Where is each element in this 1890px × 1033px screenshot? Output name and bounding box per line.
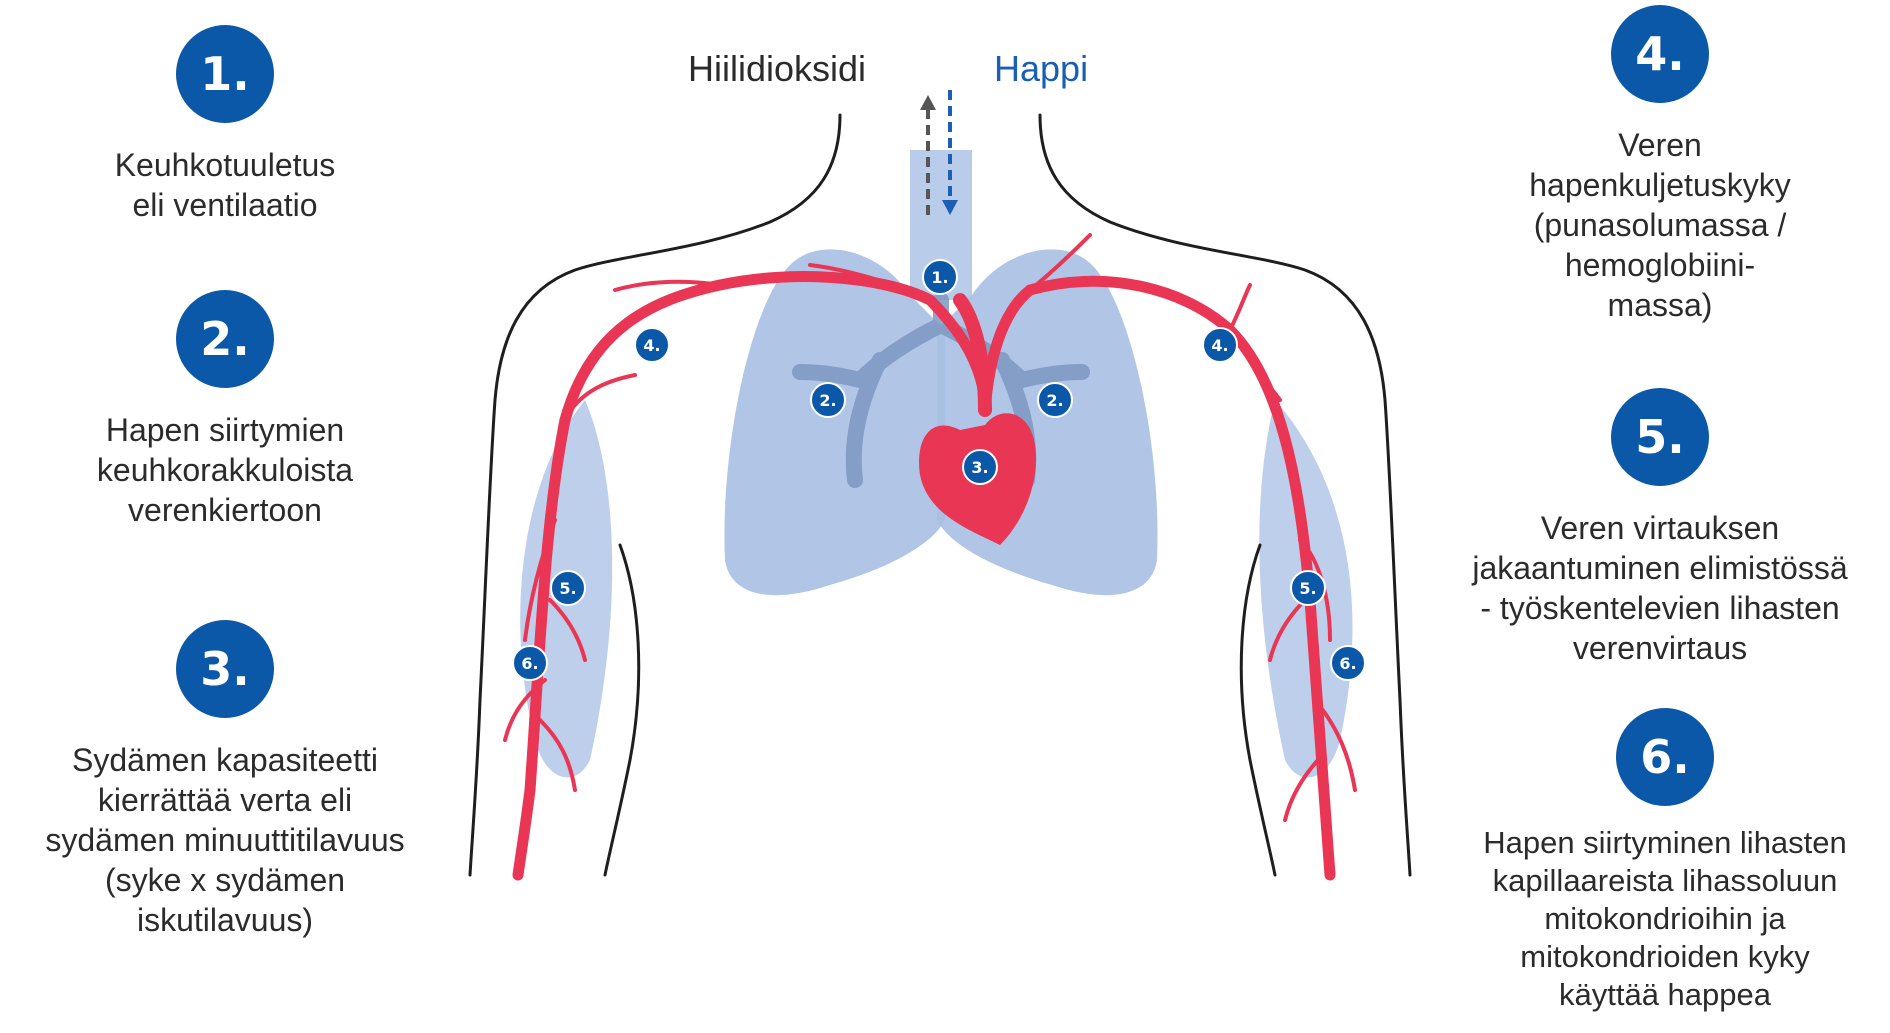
marker-5-left: 5.: [551, 571, 585, 605]
step-5-text: Veren virtauksen jakaantuminen elimistös…: [1430, 508, 1890, 668]
svg-text:6.: 6.: [1339, 654, 1356, 673]
step-5-badge: 5.: [1611, 388, 1709, 486]
step-2: 2. Hapen siirtymien keuhkorakkuloista ve…: [60, 290, 390, 530]
marker-5-right: 5.: [1291, 571, 1325, 605]
step-4: 4. Veren hapenkuljetuskyky (punasolumass…: [1480, 5, 1840, 325]
svg-text:6.: 6.: [521, 654, 538, 673]
co2-label: Hiilidioksidi: [688, 48, 866, 90]
marker-2-left: 2.: [811, 383, 845, 417]
svg-text:4.: 4.: [1211, 336, 1228, 355]
step-3: 3. Sydämen kapasiteetti kierrättää verta…: [5, 620, 445, 940]
step-1-badge: 1.: [176, 25, 274, 123]
step-2-text: Hapen siirtymien keuhkorakkuloista veren…: [60, 410, 390, 530]
marker-4-left: 4.: [635, 328, 669, 362]
marker-6-right: 6.: [1331, 646, 1365, 680]
step-2-badge: 2.: [176, 290, 274, 388]
step-1: 1. Keuhkotuuletus eli ventilaatio: [60, 25, 390, 225]
svg-text:5.: 5.: [559, 579, 576, 598]
svg-text:3.: 3.: [971, 458, 988, 477]
step-6-text: Hapen siirtyminen lihasten kapillaareist…: [1440, 824, 1890, 1014]
svg-text:2.: 2.: [1046, 391, 1063, 410]
step-3-text: Sydämen kapasiteetti kierrättää verta el…: [5, 740, 445, 940]
step-6: 6. Hapen siirtyminen lihasten kapillaare…: [1440, 708, 1890, 1014]
step-4-badge: 4.: [1611, 5, 1709, 103]
oxygen-label: Happi: [994, 48, 1088, 90]
step-4-text: Veren hapenkuljetuskyky (punasolumassa /…: [1480, 125, 1840, 325]
step-1-text: Keuhkotuuletus eli ventilaatio: [60, 145, 390, 225]
marker-2-right: 2.: [1038, 383, 1072, 417]
svg-text:2.: 2.: [819, 391, 836, 410]
step-3-badge: 3.: [176, 620, 274, 718]
svg-text:5.: 5.: [1299, 579, 1316, 598]
marker-4-right: 4.: [1203, 328, 1237, 362]
marker-1: 1.: [923, 260, 957, 294]
svg-text:4.: 4.: [643, 336, 660, 355]
step-6-badge: 6.: [1616, 708, 1714, 806]
marker-6-left: 6.: [513, 646, 547, 680]
marker-3: 3.: [963, 450, 997, 484]
svg-text:1.: 1.: [931, 268, 948, 287]
step-5: 5. Veren virtauksen jakaantuminen elimis…: [1430, 388, 1890, 668]
